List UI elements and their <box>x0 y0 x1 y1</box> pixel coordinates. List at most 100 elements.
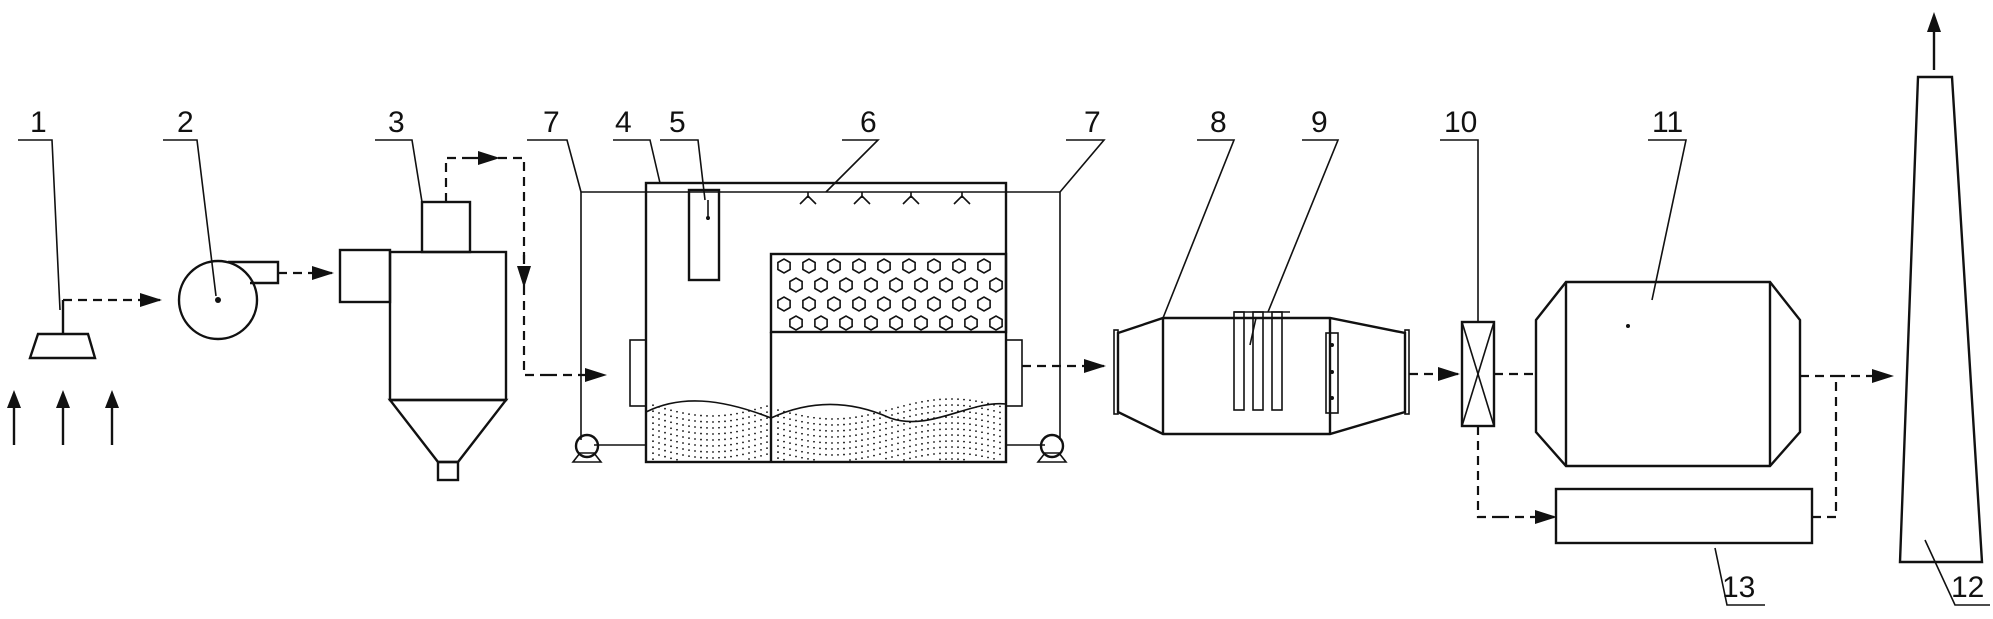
packing-ring <box>902 296 916 312</box>
liquid-dot <box>831 418 833 420</box>
liquid-dot <box>951 416 953 418</box>
liquid-dot <box>987 450 989 453</box>
liquid-dot <box>688 443 690 446</box>
liquid-dot <box>766 411 768 414</box>
packing-ring <box>977 258 991 274</box>
liquid-dot <box>754 414 756 417</box>
liquid-dot <box>939 404 941 407</box>
liquid-dot <box>843 447 845 450</box>
liquid-dot <box>903 440 905 443</box>
liquid-dot <box>658 448 660 450</box>
liquid-dot <box>813 434 815 437</box>
liquid-dot <box>933 453 935 455</box>
liquid-dot <box>879 441 881 444</box>
liquid-dot <box>921 436 923 439</box>
liquid-dot <box>670 409 672 412</box>
label-5: 5 <box>669 106 686 139</box>
liquid-dot <box>957 458 959 461</box>
liquid-dot <box>718 426 720 429</box>
liquid-dot <box>843 417 845 420</box>
liquid-dot <box>748 452 750 454</box>
liquid-dot <box>861 445 863 448</box>
liquid-dot <box>975 430 977 433</box>
liquid-dot <box>825 429 827 432</box>
liquid-dot <box>981 437 983 440</box>
liquid-dot <box>807 445 809 448</box>
liquid-dot <box>777 421 779 423</box>
liquid-dot <box>885 457 887 460</box>
liquid-dot <box>927 441 929 444</box>
liquid-dot <box>981 401 983 404</box>
liquid-dot <box>736 436 738 439</box>
liquid-dot <box>903 422 905 425</box>
liquid-dot <box>700 456 702 459</box>
liquid-dot <box>831 430 833 432</box>
liquid-dot <box>897 412 899 415</box>
liquid-dot <box>670 427 672 430</box>
liquid-dot <box>933 423 935 425</box>
liquid-dot <box>867 432 869 434</box>
liquid-dot <box>777 433 779 435</box>
liquid-dot <box>807 451 809 454</box>
liquid-dot <box>694 426 696 428</box>
liquid-dot <box>682 442 684 444</box>
liquid-dot <box>975 400 977 403</box>
liquid-dot <box>777 427 779 429</box>
liquid-dot <box>933 441 935 443</box>
liquid-dot <box>837 442 839 444</box>
liquid-dot <box>748 434 750 436</box>
liquid-dot <box>939 446 941 449</box>
liquid-dot <box>855 446 857 449</box>
liquid-dot <box>993 445 995 448</box>
liquid-dot <box>969 399 971 402</box>
liquid-dot <box>951 446 953 448</box>
liquid-dot <box>903 404 905 407</box>
liquid-dot <box>891 426 893 428</box>
liquid-dot <box>843 435 845 438</box>
liquid-dot <box>849 447 851 449</box>
liquid-dot <box>760 412 762 415</box>
liquid-dot <box>748 458 750 460</box>
liquid-dot <box>975 412 977 415</box>
liquid-dot <box>766 417 768 420</box>
packing-ring <box>939 315 953 331</box>
liquid-dot <box>891 420 893 422</box>
liquid-dot <box>807 433 809 436</box>
liquid-dot <box>730 449 732 452</box>
liquid-dot <box>975 448 977 451</box>
label-13: 13 <box>1722 571 1755 604</box>
liquid-dot <box>939 422 941 425</box>
liquid-dot <box>909 457 911 460</box>
liquid-dot <box>789 424 791 427</box>
liquid-dot <box>730 413 732 416</box>
liquid-dot <box>664 419 666 422</box>
liquid-dot <box>999 423 1001 426</box>
liquid-dot <box>903 410 905 413</box>
label-12: 12 <box>1951 571 1984 604</box>
liquid-dot <box>724 420 726 423</box>
packing-ring <box>952 296 966 312</box>
liquid-dot <box>730 443 732 446</box>
liquid-dot <box>921 430 923 433</box>
liquid-dot <box>706 451 708 453</box>
liquid-dot <box>987 402 989 405</box>
liquid-dot <box>855 458 857 461</box>
liquid-dot <box>999 405 1001 408</box>
liquid-dot <box>813 416 815 419</box>
liquid-dot <box>801 438 803 441</box>
liquid-dot <box>682 436 684 438</box>
liquid-dot <box>927 405 929 408</box>
liquid-dot <box>766 453 768 456</box>
liquid-dot <box>688 425 690 428</box>
liquid-dot <box>676 434 678 437</box>
liquid-dot <box>981 419 983 422</box>
liquid-dot <box>694 420 696 422</box>
liquid-dot <box>939 458 941 461</box>
liquid-dot <box>742 417 744 420</box>
liquid-dot <box>861 457 863 460</box>
liquid-dot <box>664 413 666 416</box>
liquid-dot <box>819 435 821 438</box>
liquid-dot <box>801 444 803 447</box>
liquid-dot <box>987 444 989 447</box>
liquid-dot <box>664 455 666 458</box>
